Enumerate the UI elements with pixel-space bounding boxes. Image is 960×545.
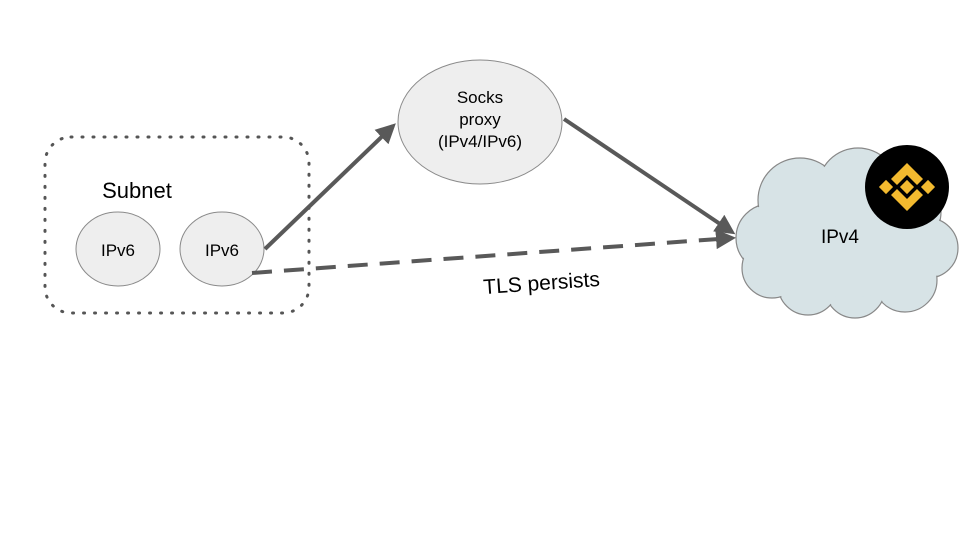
ipv6-node-1: [75, 211, 161, 287]
subnet-boundary: [43, 135, 311, 315]
ipv6-node-2-label: IPv6: [205, 241, 239, 260]
ipv6-node-2: [179, 211, 265, 287]
subnet-label: Subnet: [102, 178, 172, 203]
socks-proxy-label-line-3: (IPv4/IPv6): [438, 132, 522, 151]
socks-proxy-label-line-1: Socks: [457, 88, 503, 107]
binance-logo-icon: [865, 145, 949, 229]
arrow-tls-direct: [251, 229, 736, 275]
arrow-ipv6-to-proxy: [263, 123, 396, 251]
tls-persists-label: TLS persists: [483, 268, 601, 299]
socks-proxy-label-line-2: proxy: [459, 110, 501, 129]
ipv6-node-1-label: IPv6: [101, 241, 135, 260]
ipv4-cloud-label: IPv4: [821, 227, 859, 248]
socks-proxy-node: [397, 59, 563, 185]
arrow-proxy-to-ipv4: [562, 117, 736, 235]
